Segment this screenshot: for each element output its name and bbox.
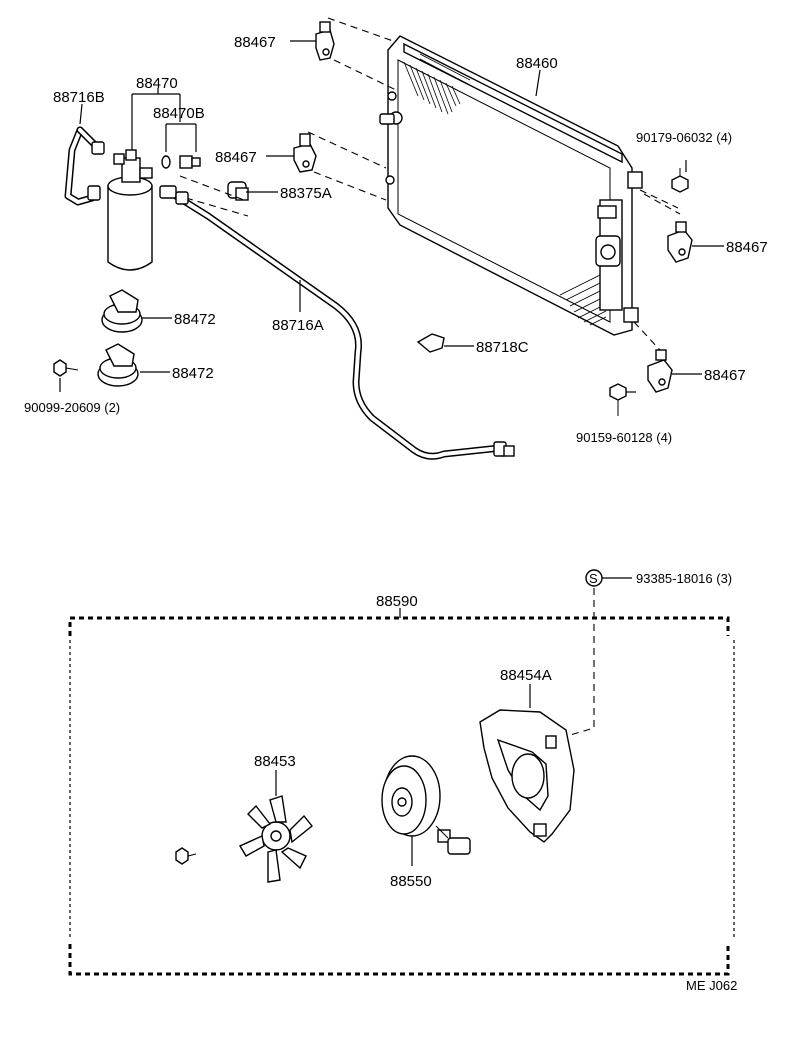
pipe-88716a-icon	[159, 185, 515, 460]
receiver-dryer-icon	[107, 149, 153, 271]
bracket-88467-top	[315, 21, 335, 61]
bolt-fan-icon	[175, 847, 197, 865]
clamp-88718c-icon	[416, 333, 445, 353]
bracket-88467-mid	[293, 133, 317, 173]
bracket-88467-right	[667, 221, 693, 263]
label-s-marker: S	[589, 571, 598, 586]
label-88467-top: 88467	[234, 34, 276, 51]
pressure-switch-88375a-icon	[227, 181, 249, 201]
label-88470b: 88470B	[153, 105, 205, 122]
label-88472-upper: 88472	[174, 311, 216, 328]
plug-88470b-icon	[179, 155, 201, 169]
label-90159: 90159-60128 (4)	[576, 430, 672, 445]
bracket-88472-upper-icon	[101, 289, 143, 333]
bolt-90159-icon	[609, 383, 627, 416]
fan-assembly-frame	[68, 616, 735, 976]
label-88590: 88590	[376, 593, 418, 610]
pipe-88716b-icon	[64, 126, 105, 206]
label-88454a: 88454A	[500, 667, 552, 684]
condenser-icon	[379, 35, 643, 336]
fan-icon	[238, 795, 313, 883]
label-88550: 88550	[390, 873, 432, 890]
label-90099: 90099-20609 (2)	[24, 400, 120, 415]
label-88460: 88460	[516, 55, 558, 72]
label-88472-lower: 88472	[172, 365, 214, 382]
condenser-fins-top	[403, 53, 471, 115]
label-90179: 90179-06032 (4)	[636, 130, 732, 145]
label-88470: 88470	[136, 75, 178, 92]
nut-90179-icon	[671, 168, 689, 193]
bracket-88467-lower	[647, 349, 673, 393]
label-88467-mid: 88467	[215, 149, 257, 166]
label-88375a: 88375A	[280, 185, 332, 202]
label-93385: 93385-18016 (3)	[636, 571, 732, 586]
footer-code: ME J062	[686, 978, 737, 993]
label-88716a: 88716A	[272, 317, 324, 334]
oring-88470b-icon	[161, 155, 171, 169]
bracket-88472-lower-icon	[97, 343, 139, 387]
fan-motor-icon	[381, 755, 471, 855]
bolt-90099-icon	[53, 359, 79, 377]
fan-shroud-icon	[479, 709, 575, 843]
label-88453: 88453	[254, 753, 296, 770]
label-88716b: 88716B	[53, 89, 105, 106]
label-88467-lower: 88467	[704, 367, 746, 384]
label-88467-right: 88467	[726, 239, 768, 256]
label-88718c: 88718C	[476, 339, 529, 356]
